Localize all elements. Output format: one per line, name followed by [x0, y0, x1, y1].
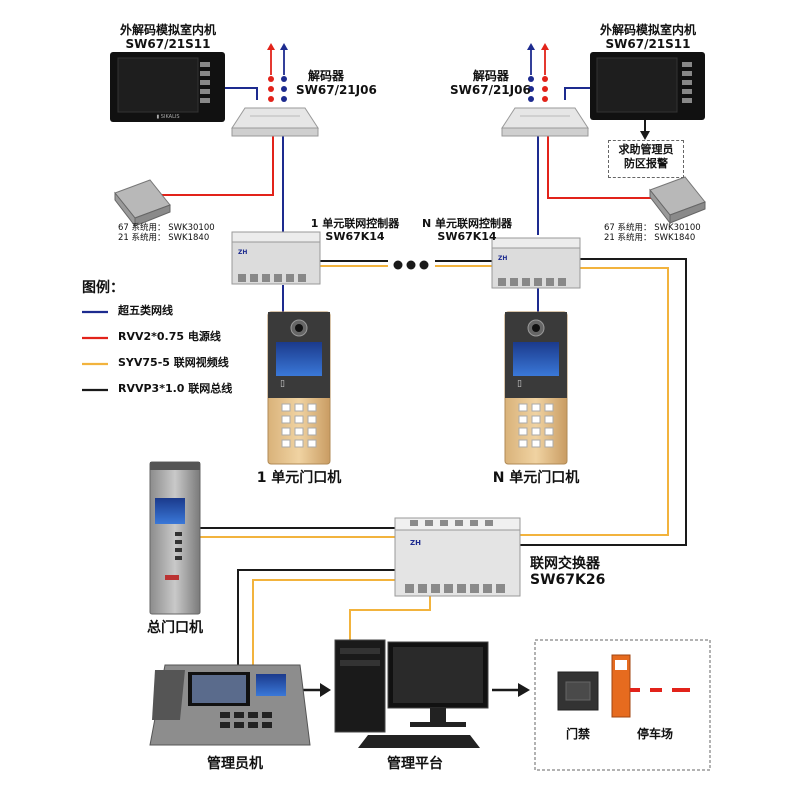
legend-swatches — [82, 310, 108, 392]
legend-item-video: SYV75-5 联网视频线 — [118, 356, 229, 369]
ellipsis-dot — [393, 260, 403, 270]
admin-unit — [149, 664, 311, 746]
switch-model: SW67K26 — [530, 572, 606, 589]
controller-left: ZH — [231, 231, 321, 285]
ellipsis-dot — [419, 260, 429, 270]
indoor-left-name: 外解码模拟室内机 — [119, 23, 216, 37]
controller-right-model: SW67K14 — [437, 229, 497, 243]
psu-right-label: 67 系统用： SWK30100 21 系统用： SWK1840 — [604, 223, 701, 244]
door-left-label: 1 单元门口机 — [256, 470, 342, 486]
management-platform-pc — [334, 639, 489, 748]
indoor-left-model: SW67/21S11 — [125, 36, 211, 51]
legend-item-network: 超五类网线 — [118, 304, 173, 317]
svg-text:▯: ▯ — [517, 379, 522, 389]
legend-title: 图例： — [82, 280, 124, 296]
decoder-right-signal — [527, 43, 549, 102]
svg-text:ZH: ZH — [498, 255, 507, 262]
power-supply-left — [114, 179, 171, 228]
main-door-label: 总门口机 — [147, 620, 203, 636]
indoor-right-model: SW67/21S11 — [605, 36, 691, 51]
video-line-platform — [349, 595, 431, 640]
wires — [150, 87, 687, 697]
controller-right-label: N 单元联网控制器 SW67K14 — [412, 217, 522, 243]
decoder-left-label: 解码器 SW67/21J06 — [296, 69, 377, 98]
indoor-unit-left: ▮ SIKALIS — [110, 52, 225, 122]
psu-left-line1: 67 系统用： SWK30100 — [118, 223, 215, 233]
bus-line-right-loop — [520, 258, 687, 546]
network-switch: ZH — [394, 517, 521, 597]
platform-label: 管理平台 — [387, 756, 443, 772]
psu-left-line2: 21 系统用： SWK1840 — [118, 232, 210, 243]
door-station-left: ▯ — [267, 311, 331, 465]
arrow-admin-to-platform — [303, 683, 331, 697]
parking-label: 停车场 — [636, 727, 673, 741]
svg-text:▮ SIKALIS: ▮ SIKALIS — [156, 114, 179, 120]
svg-text:ZH: ZH — [410, 539, 421, 547]
controller-left-model: SW67K14 — [325, 229, 385, 243]
decoder-right-name: 解码器 — [472, 69, 509, 83]
decoder-left-signal — [267, 43, 288, 102]
parking-barrier — [611, 654, 690, 718]
decoder-right — [501, 107, 589, 137]
decoder-right-label: 解码器 SW67/21J06 — [450, 69, 531, 98]
svg-text:▯: ▯ — [280, 379, 285, 389]
decoder-left — [231, 107, 319, 137]
indoor-right-label: 外解码模拟室内机 SW67/21S11 — [588, 23, 708, 52]
controller-right: ZH — [491, 237, 581, 289]
help-alarm-box: 求助管理员 防区报警 — [608, 140, 684, 178]
door-right-label: N 单元门口机 — [492, 470, 580, 486]
switch-name: 联网交换器 — [530, 556, 600, 572]
video-line-admin — [252, 579, 395, 665]
help-alarm-line1: 求助管理员 — [618, 143, 674, 156]
indoor-left-label: 外解码模拟室内机 SW67/21S11 — [108, 23, 228, 52]
power-supply-right — [649, 176, 706, 225]
legend-item-bus: RVVP3*1.0 联网总线 — [118, 382, 233, 395]
power-line-left — [150, 135, 274, 196]
network-line-left-indoor — [225, 87, 258, 100]
controller-left-name: 1 单元联网控制器 — [310, 217, 400, 230]
indoor-unit-right — [590, 52, 705, 120]
access-reader — [557, 671, 599, 711]
svg-text:ZH: ZH — [238, 249, 247, 256]
help-alarm-line2: 防区报警 — [624, 157, 668, 171]
power-line-right — [547, 135, 660, 199]
controller-left-label: 1 单元联网控制器 SW67K14 — [300, 217, 410, 243]
decoder-left-model: SW67/21J06 — [296, 82, 377, 97]
arrow-indoor-to-help — [640, 118, 650, 140]
controller-right-name: N 单元联网控制器 — [421, 217, 513, 230]
arrow-platform-to-access — [492, 683, 530, 697]
video-line-right-loop — [520, 267, 669, 536]
psu-right-line1: 67 系统用： SWK30100 — [604, 223, 701, 233]
network-line-right-indoor — [564, 87, 590, 100]
switch-label: 联网交换器 SW67K26 — [530, 556, 605, 588]
main-door-station — [149, 461, 201, 615]
psu-right-line2: 21 系统用： SWK1840 — [604, 232, 696, 243]
ellipsis-dot — [406, 260, 416, 270]
psu-left-label: 67 系统用： SWK30100 21 系统用： SWK1840 — [118, 223, 215, 244]
door-station-right: ▯ — [504, 311, 568, 465]
admin-label: 管理员机 — [207, 756, 263, 772]
decoder-left-name: 解码器 — [308, 69, 345, 83]
access-label: 门禁 — [565, 727, 590, 741]
legend-item-power: RVV2*0.75 电源线 — [118, 330, 221, 343]
decoder-right-model: SW67/21J06 — [450, 82, 531, 97]
indoor-right-name: 外解码模拟室内机 — [599, 23, 696, 37]
bus-line-admin — [237, 569, 395, 665]
